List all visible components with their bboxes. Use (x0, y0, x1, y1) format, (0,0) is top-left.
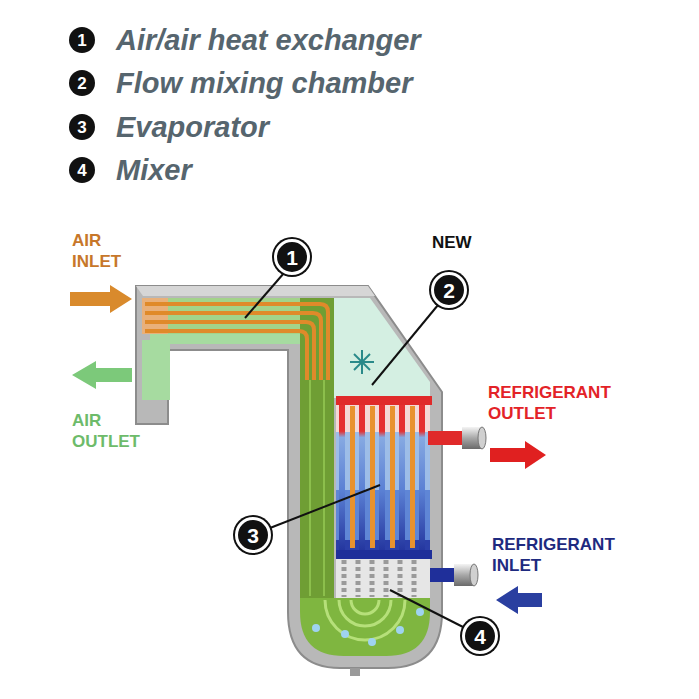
key-number: 2 (69, 70, 95, 96)
mixer-fins (344, 560, 414, 597)
air-tube (390, 406, 395, 548)
drain (350, 668, 360, 676)
leader-lines (245, 273, 465, 628)
flow-curves (325, 600, 405, 640)
callout-number: 1 (274, 239, 310, 275)
air-tube (370, 406, 375, 548)
outlet-opening (142, 340, 170, 400)
refrigerant-tube (339, 400, 345, 556)
refrigerant-tube (359, 400, 365, 556)
inlet-header (336, 550, 432, 559)
key-number: 4 (69, 157, 95, 183)
flow-label: REFRIGERANT INLET (492, 534, 632, 576)
mixer-fin (412, 560, 417, 597)
fan-blade (354, 354, 370, 370)
mixer-fin (370, 560, 375, 597)
water-drop (416, 608, 424, 616)
leader-line (372, 305, 438, 385)
key-label: Evaporator (116, 109, 269, 145)
water-drop (341, 630, 349, 638)
flow-curve (339, 600, 391, 626)
inlet-fitting-cap (470, 564, 478, 586)
key-label: Air/air heat exchanger (116, 22, 421, 58)
water-drop (368, 638, 376, 646)
housing-top-face (136, 286, 375, 296)
column-rib (323, 380, 325, 596)
flow-curve (325, 600, 405, 640)
key-label: Mixer (116, 152, 192, 188)
outlet-fitting-cap (478, 427, 486, 449)
water-drop (312, 624, 320, 632)
refrigerant-tube (379, 400, 385, 556)
leader-line (270, 485, 380, 528)
callout-number: 4 (462, 618, 498, 654)
column-rib (309, 380, 311, 596)
mixer-fin (342, 560, 347, 597)
air-outlet-arrow (72, 361, 132, 389)
flow-label: AIR INLET (72, 230, 134, 272)
air-inlet-arrow (70, 285, 132, 313)
mixing-chamber (334, 298, 430, 398)
note-label: NEW (432, 232, 472, 253)
outlet-passage (150, 334, 300, 344)
callout-number: 2 (431, 272, 467, 308)
air-tube (350, 406, 355, 548)
mixer-fin (398, 560, 403, 597)
outlet-pipe (428, 431, 464, 445)
refrigerant-inlet-arrow (496, 586, 542, 614)
housing (136, 286, 442, 668)
air-tube (145, 331, 307, 380)
flow-curve (351, 600, 379, 614)
fan-blade (354, 354, 370, 370)
flow-label: AIR OUTLET (72, 410, 150, 452)
refrigerant-tube (399, 400, 405, 556)
condensate-basin (300, 598, 430, 656)
air-tube (145, 304, 328, 380)
outlet-header (336, 396, 432, 405)
refrigerant-tubes (339, 400, 425, 556)
refrigerant-tube (419, 400, 425, 556)
inlet-pipe (428, 568, 456, 582)
leader-line (245, 273, 284, 318)
air-tube (410, 406, 415, 548)
leader-line (390, 590, 465, 628)
refrigerant-outlet-arrow (490, 441, 546, 469)
mixer (336, 559, 430, 598)
key-number: 3 (69, 114, 95, 140)
fan-symbol (350, 350, 374, 374)
key-label: Flow mixing chamber (116, 65, 413, 101)
flow-label: REFRIGERANT OUTLET (488, 382, 628, 424)
mixer-fin (356, 560, 361, 597)
air-tube (145, 322, 314, 380)
key-number: 1 (69, 27, 95, 53)
air-tube (145, 313, 321, 380)
evaporator-air-tubes (350, 406, 415, 548)
callout-number: 3 (235, 517, 271, 553)
water-drop (396, 626, 404, 634)
water-drops (312, 608, 424, 646)
mixer-fin (384, 560, 389, 597)
